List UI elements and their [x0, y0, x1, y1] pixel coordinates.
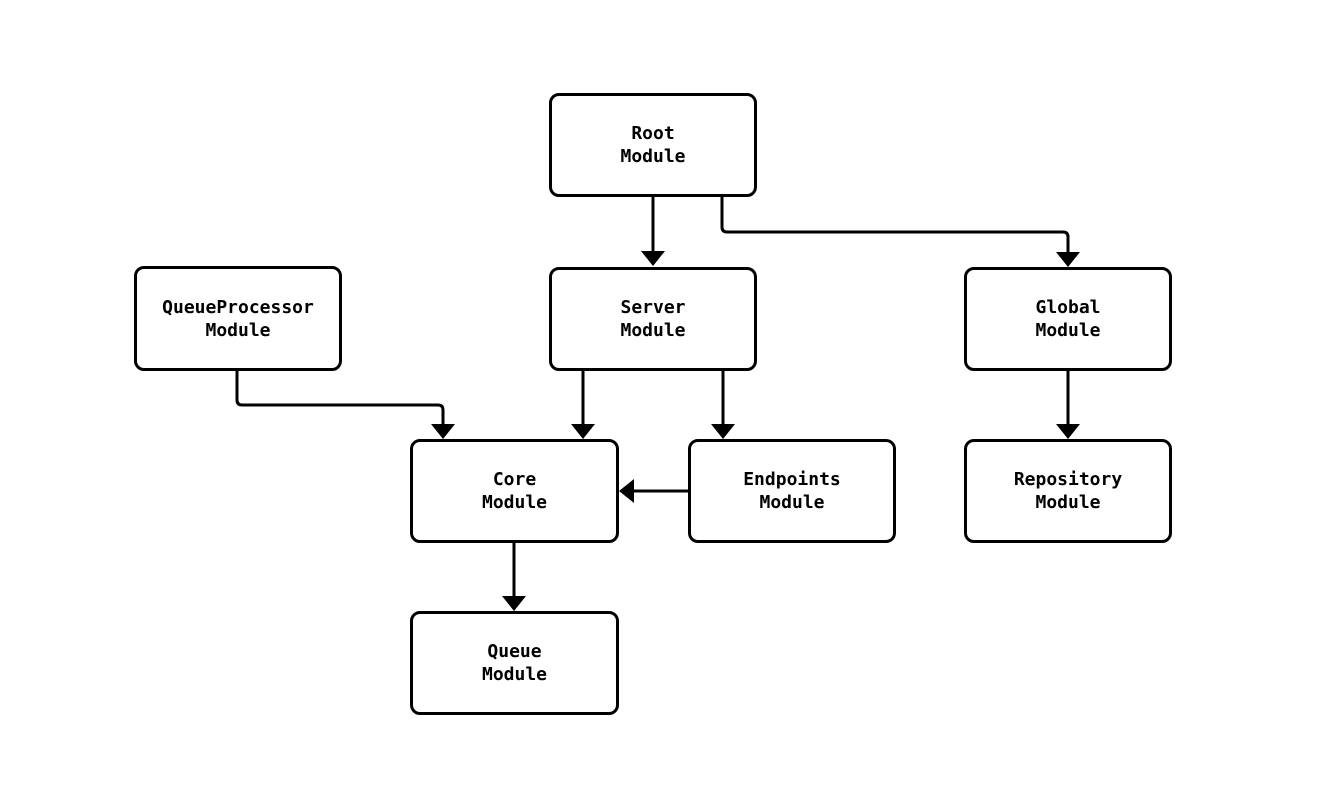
arrowhead-server-endpoints	[711, 424, 735, 439]
arrowhead-global-repository	[1056, 424, 1080, 439]
edge-core-queue	[502, 543, 526, 611]
node-label: Module	[1035, 492, 1101, 513]
node-core-module: Core Module	[410, 439, 619, 543]
node-repository-module: Repository Module	[964, 439, 1172, 543]
arrowhead-root-global	[1056, 252, 1080, 267]
node-label: Module	[205, 319, 271, 341]
node-label: Module	[1035, 320, 1101, 341]
arrowhead-endpoints-core	[619, 479, 634, 503]
node-label: Core	[492, 469, 537, 490]
edge-global-repository	[1056, 371, 1080, 439]
edge-server-core	[571, 371, 595, 439]
arrowhead-server-core	[571, 424, 595, 439]
edge-root-global	[720, 197, 1080, 267]
arrowhead-queueprocessor-core	[431, 424, 455, 439]
node-queueprocessor-module: QueueProcessor Module	[134, 266, 342, 371]
node-label: QueueProcessor	[162, 296, 314, 318]
node-label: Module	[759, 492, 825, 513]
node-label: Endpoints	[743, 469, 841, 490]
node-endpoints-module: Endpoints Module	[688, 439, 896, 543]
edge-server-endpoints	[711, 371, 735, 439]
node-label: Queue	[487, 641, 542, 662]
arrowhead-core-queue	[502, 596, 526, 611]
node-label: Root	[631, 123, 675, 144]
node-queue-module: Queue Module	[410, 611, 619, 715]
edge-endpoints-core	[619, 479, 688, 503]
node-label: Server	[620, 297, 686, 318]
node-label: Module	[481, 492, 548, 513]
edge-root-server	[641, 197, 665, 266]
node-label: Repository	[1013, 469, 1123, 490]
node-root-module: Root Module	[549, 93, 757, 197]
arrowhead-root-server	[641, 251, 665, 266]
node-global-module: Global Module	[964, 267, 1172, 371]
node-label: Module	[620, 320, 686, 341]
node-server-module: Server Module	[549, 267, 757, 371]
node-label: Module	[620, 146, 686, 167]
node-label: Module	[481, 664, 548, 685]
node-label: Global	[1035, 297, 1101, 318]
edge-queueprocessor-core	[235, 371, 455, 439]
